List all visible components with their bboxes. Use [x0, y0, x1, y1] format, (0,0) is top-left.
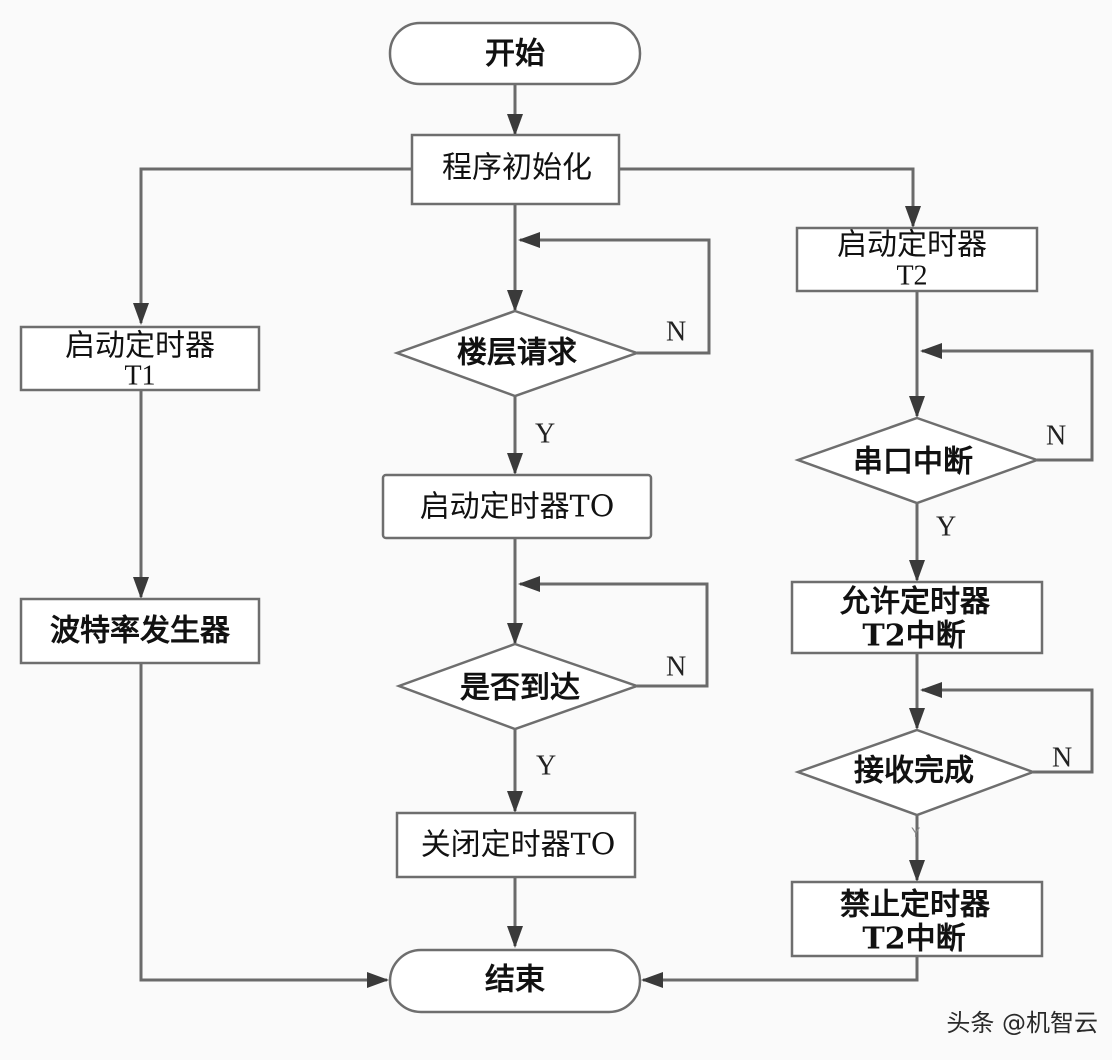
node-end-label: 结束	[485, 963, 545, 998]
edge-disable-to-end	[641, 956, 919, 988]
edge-init-to-t1	[133, 167, 412, 325]
edge-label-floor-request-yes: Y	[535, 419, 555, 450]
edge-label-serial-interrupt-yes: Y	[936, 512, 956, 543]
edge-label-arrived-yes: Y	[536, 751, 556, 782]
node-baud-generator-label: 波特率发生器	[50, 614, 231, 649]
node-t0-start-label: 启动定时器TO	[420, 490, 615, 525]
edge-label-serial-interrupt-no: N	[1046, 421, 1066, 452]
node-serial-interrupt: 串口中断	[794, 416, 1041, 505]
node-init: 程序初始化	[410, 133, 621, 206]
node-t2-enable-interrupt: 允许定时器 T2中断	[790, 580, 1044, 655]
node-receive-done-label: 接收完成	[854, 754, 974, 789]
edge-label-receive-done-no: N	[1052, 743, 1072, 774]
node-arrived-label: 是否到达	[460, 671, 580, 706]
edge-serial-interrupt-no	[920, 343, 1094, 462]
node-t2-disable-interrupt-label-line1: 禁止定时器	[840, 888, 991, 923]
node-t1-start: 启动定时器 T1	[19, 325, 261, 392]
node-t2-disable-interrupt-label-line2: T2中断	[862, 922, 965, 957]
node-receive-done: 接收完成	[794, 728, 1037, 817]
node-t2-disable-interrupt: 禁止定时器 T2中断	[790, 880, 1044, 958]
node-t1-start-label-line1: 启动定时器	[65, 329, 215, 364]
edge-label-floor-request-no: N	[666, 317, 686, 348]
edge-label-receive-done-yes: Y	[911, 824, 921, 840]
node-arrived: 是否到达	[395, 642, 641, 731]
node-baud-generator: 波特率发生器	[19, 597, 261, 665]
node-start-label: 开始	[485, 37, 545, 72]
node-serial-interrupt-label: 串口中断	[853, 445, 973, 480]
node-t2-enable-interrupt-label-line2: T2中断	[862, 619, 965, 654]
edge-receive-done-no	[920, 682, 1094, 774]
node-t2-start-label-line1: 启动定时器	[837, 228, 987, 263]
edge-label-arrived-no: N	[666, 652, 686, 683]
edge-floor-request-no	[518, 232, 711, 355]
node-end: 结束	[388, 948, 642, 1014]
edge-baud-to-end	[139, 663, 389, 988]
node-floor-request-label: 楼层请求	[457, 336, 577, 371]
node-t0-stop: 关闭定时器TO	[395, 811, 637, 879]
node-floor-request: 楼层请求	[393, 309, 641, 398]
node-t1-start-label-line2: T1	[124, 361, 155, 392]
edge-init-to-t2	[619, 167, 921, 228]
node-t2-start-label-line2: T2	[896, 261, 927, 292]
node-t0-start: 启动定时器TO	[381, 473, 653, 540]
watermark: 头条 @机智云	[946, 1009, 1098, 1037]
node-t2-enable-interrupt-label-line1: 允许定时器	[839, 585, 991, 620]
edge-arrived-no	[518, 576, 709, 688]
node-t0-stop-label: 关闭定时器TO	[421, 828, 616, 863]
node-init-label: 程序初始化	[442, 151, 592, 186]
node-start: 开始	[388, 21, 642, 86]
node-t2-start: 启动定时器 T2	[795, 226, 1039, 293]
